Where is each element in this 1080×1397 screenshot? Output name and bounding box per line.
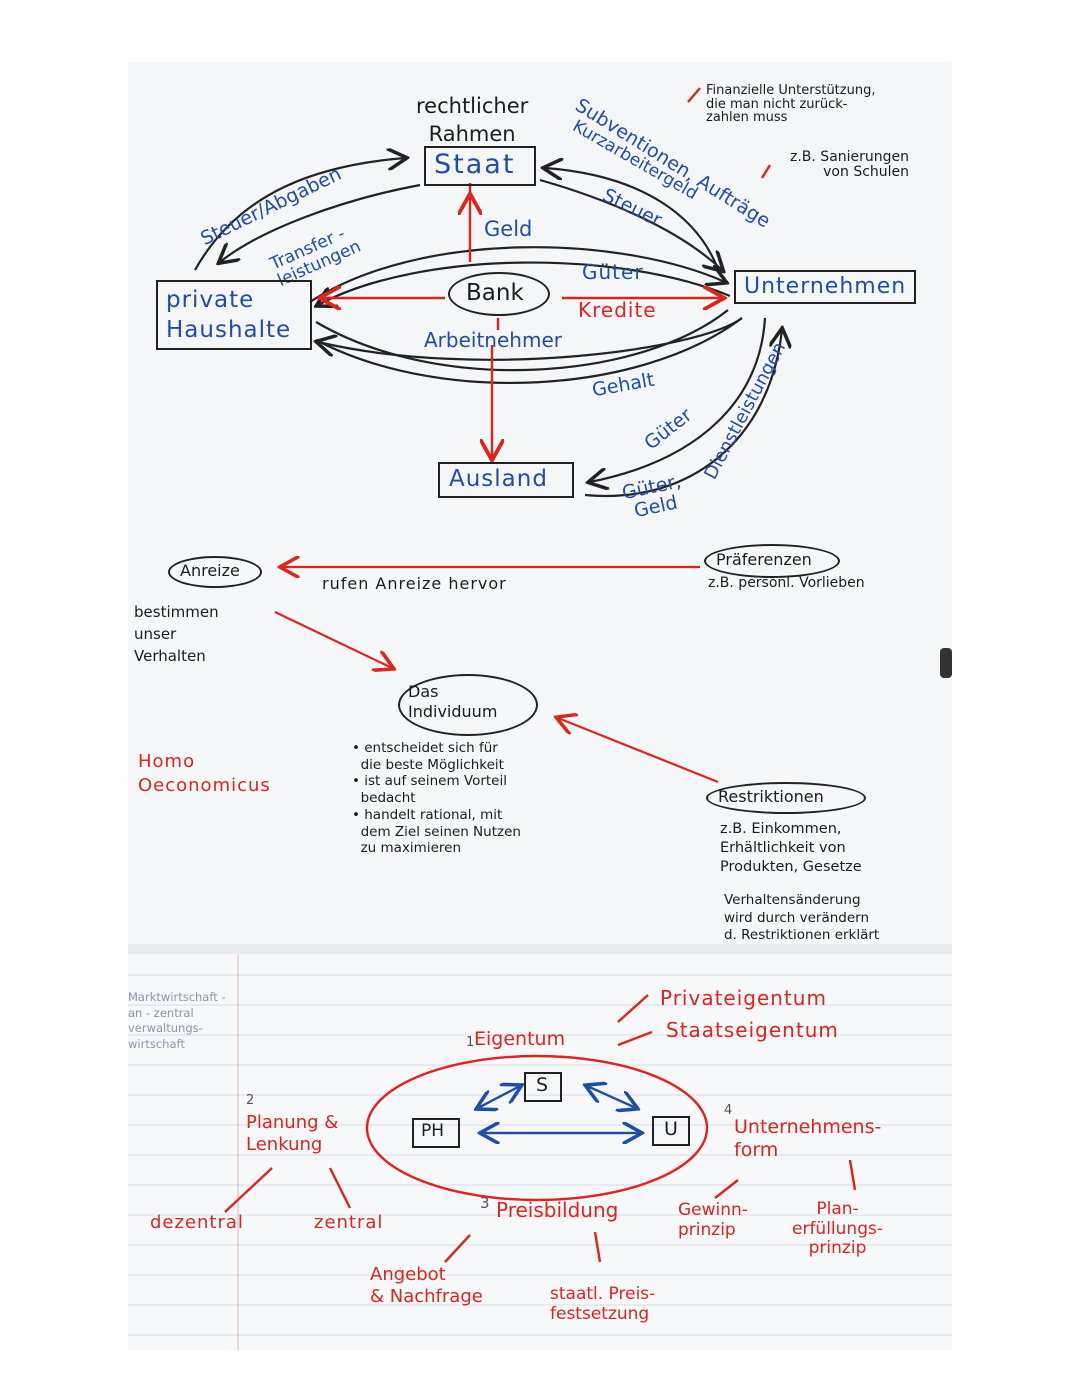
- node-s: S: [524, 1072, 562, 1102]
- node-u-label: U: [664, 1118, 678, 1140]
- note-marktwirtschaft-margin: Marktwirtschaft - an - zentral verwaltun…: [128, 990, 226, 1051]
- node-u: U: [652, 1116, 690, 1146]
- node-ph: PH: [412, 1118, 460, 1148]
- node-unternehmen: Unternehmen: [734, 270, 916, 304]
- label-unternehmensform: Unternehmens- form: [734, 1116, 882, 1161]
- num-unternehmensform: 4: [724, 1103, 733, 1118]
- node-restriktionen: Restriktionen: [706, 782, 866, 814]
- node-s-label: S: [536, 1074, 549, 1096]
- note-restriktionen: z.B. Einkommen, Erhältlichkeit von Produ…: [720, 821, 862, 875]
- node-individuum-label: Das Individuum: [408, 682, 498, 721]
- node-staat: Staat: [424, 146, 536, 186]
- label-planung-lenkung: Planung & Lenkung: [246, 1112, 339, 1155]
- note-finanzielle-unterstuetzung: Finanzielle Unterstützung, die man nicht…: [706, 83, 876, 126]
- note-sanierungen: z.B. Sanierungen von Schulen: [790, 149, 910, 180]
- note-praeferenzen: z.B. persönl. Vorlieben: [708, 575, 865, 591]
- node-private-haushalte-label: private Haushalte: [166, 287, 292, 343]
- node-praeferenzen-label: Präferenzen: [716, 550, 812, 569]
- label-dezentral: dezentral: [150, 1212, 244, 1233]
- label-bestimmen-verhalten: bestimmen unser Verhalten: [134, 603, 219, 665]
- label-rechtlicher-rahmen: rechtlicher Rahmen: [416, 94, 529, 147]
- node-ausland: Ausland: [438, 462, 574, 498]
- label-staatl-preisfestsetzung: staatl. Preis- festsetzung: [550, 1284, 656, 1325]
- node-anreize: Anreize: [168, 556, 262, 588]
- label-geld: Geld: [484, 217, 533, 241]
- label-gueter-top: Güter: [582, 260, 644, 284]
- label-planerfuellungsprinzip: Plan- erfüllungs- prinzip: [792, 1199, 883, 1259]
- label-arbeitnehmer: Arbeitnehmer: [424, 328, 562, 352]
- node-bank: Bank: [448, 272, 550, 316]
- list-homo-eigenschaften: • entscheidet sich für die beste Möglich…: [352, 740, 521, 857]
- label-preisbildung: Preisbildung: [496, 1198, 619, 1222]
- node-unternehmen-label: Unternehmen: [744, 274, 907, 299]
- label-staatseigentum: Staatseigentum: [666, 1018, 839, 1042]
- note-verhaltensaenderung: Verhaltensänderung wird durch verändern …: [724, 892, 880, 944]
- node-private-haushalte: private Haushalte: [156, 280, 312, 350]
- num-planung: 2: [246, 1093, 255, 1108]
- label-privateigentum: Privateigentum: [660, 986, 827, 1010]
- label-kredite: Kredite: [578, 298, 657, 322]
- node-ausland-label: Ausland: [449, 466, 548, 492]
- label-rufen-anreize: rufen Anreize hervor: [322, 574, 507, 593]
- node-bank-label: Bank: [466, 280, 524, 306]
- label-angebot-nachfrage: Angebot & Nachfrage: [370, 1264, 483, 1307]
- label-homo-oeconomicus: Homo Oeconomicus: [138, 751, 271, 797]
- num-preisbildung: 3: [480, 1194, 490, 1212]
- node-praeferenzen: Präferenzen: [704, 544, 840, 578]
- label-eigentum: Eigentum: [474, 1028, 566, 1050]
- node-individuum: Das Individuum: [398, 674, 538, 736]
- num-eigentum: 1: [466, 1035, 475, 1050]
- node-ph-label: PH: [421, 1121, 445, 1141]
- node-anreize-label: Anreize: [180, 561, 240, 580]
- label-gewinnprinzip: Gewinn- prinzip: [678, 1200, 748, 1241]
- node-restriktionen-label: Restriktionen: [718, 787, 824, 806]
- node-staat-label: Staat: [434, 149, 516, 180]
- label-zentral: zentral: [314, 1212, 384, 1233]
